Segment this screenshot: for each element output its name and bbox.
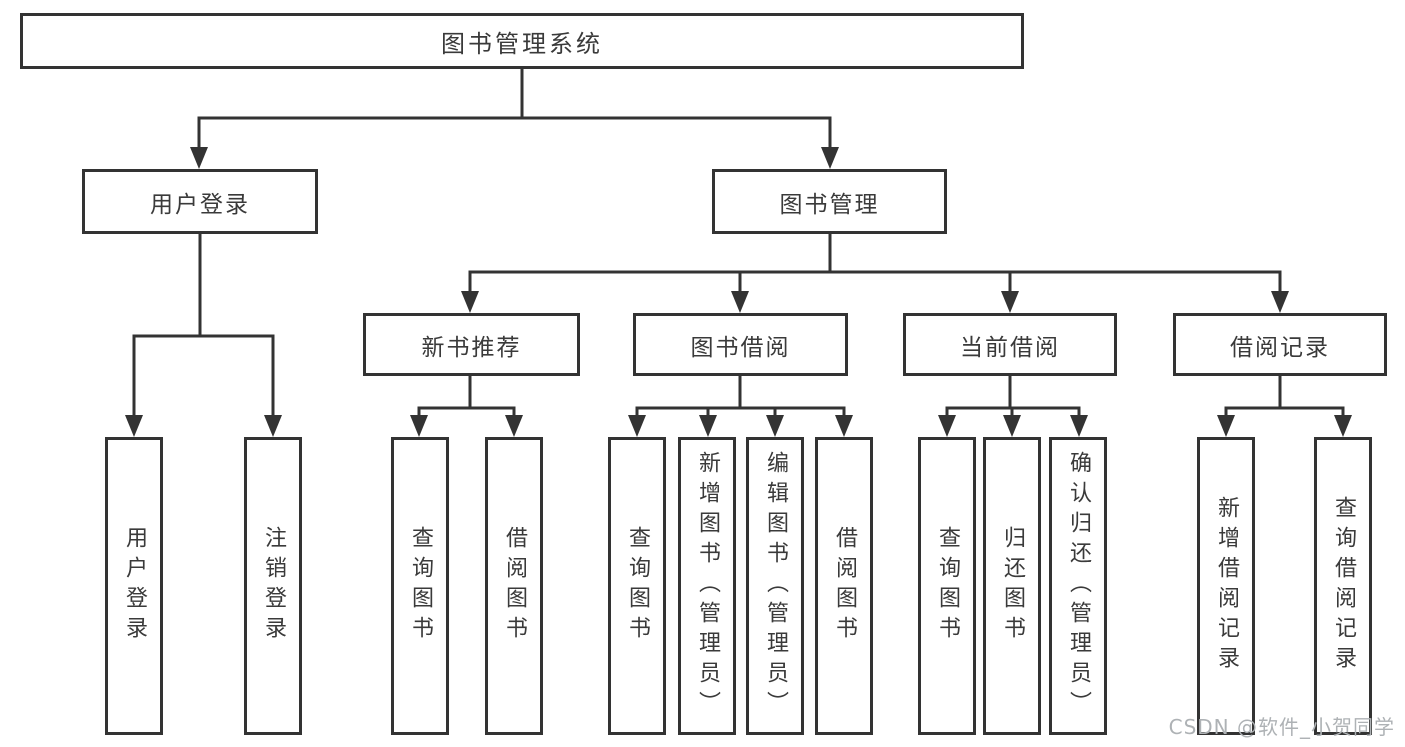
- node-label: 查询图书: [408, 526, 433, 646]
- leaf-query-books-3: 查询图书: [918, 437, 976, 735]
- leaf-add-book-admin: 新增图书（管理员）: [678, 437, 736, 735]
- leaf-add-borrow-record: 新增借阅记录: [1197, 437, 1255, 735]
- node-book-borrowing: 图书借阅: [633, 313, 848, 376]
- node-library-management-system: 图书管理系统: [20, 13, 1024, 69]
- leaf-return-books: 归还图书: [983, 437, 1041, 735]
- node-label: 用户登录: [122, 526, 147, 646]
- leaf-logout: 注销登录: [244, 437, 302, 735]
- node-label: 借阅图书: [832, 526, 857, 646]
- node-label: 编辑图书（管理员）: [763, 451, 788, 721]
- node-label: 图书管理: [779, 191, 880, 218]
- leaf-borrow-books-2: 借阅图书: [815, 437, 873, 735]
- node-label: 新增图书（管理员）: [695, 451, 720, 721]
- node-label: 查询图书: [935, 526, 960, 646]
- node-current-borrowing: 当前借阅: [903, 313, 1117, 376]
- node-label: 查询借阅记录: [1331, 496, 1356, 676]
- node-label: 图书管理系统: [441, 29, 603, 58]
- node-user-login: 用户登录: [82, 169, 318, 234]
- leaf-query-borrow-record: 查询借阅记录: [1314, 437, 1372, 735]
- node-label: 注销登录: [261, 526, 286, 646]
- leaf-user-login: 用户登录: [105, 437, 163, 735]
- leaf-query-books-2: 查询图书: [608, 437, 666, 735]
- node-label: 借阅记录: [1230, 334, 1330, 361]
- node-label: 新书推荐: [421, 334, 522, 361]
- node-label: 用户登录: [150, 191, 250, 218]
- leaf-edit-book-admin: 编辑图书（管理员）: [746, 437, 804, 735]
- node-label: 借阅图书: [502, 526, 527, 646]
- node-label: 新增借阅记录: [1214, 496, 1239, 676]
- node-label: 当前借阅: [960, 334, 1060, 361]
- leaf-confirm-return-admin: 确认归还（管理员）: [1049, 437, 1107, 735]
- node-label: 图书借阅: [690, 334, 791, 361]
- node-label: 查询图书: [625, 526, 650, 646]
- node-label: 归还图书: [1000, 526, 1025, 646]
- node-book-management: 图书管理: [712, 169, 947, 234]
- csdn-watermark: CSDN @软件_小贺同学: [1168, 715, 1395, 739]
- node-borrowing-records: 借阅记录: [1173, 313, 1387, 376]
- arrow-down-icons: [125, 147, 1352, 437]
- node-label: 确认归还（管理员）: [1066, 451, 1091, 721]
- node-new-book-recommend: 新书推荐: [363, 313, 580, 376]
- leaf-borrow-books-1: 借阅图书: [485, 437, 543, 735]
- leaf-query-books-1: 查询图书: [391, 437, 449, 735]
